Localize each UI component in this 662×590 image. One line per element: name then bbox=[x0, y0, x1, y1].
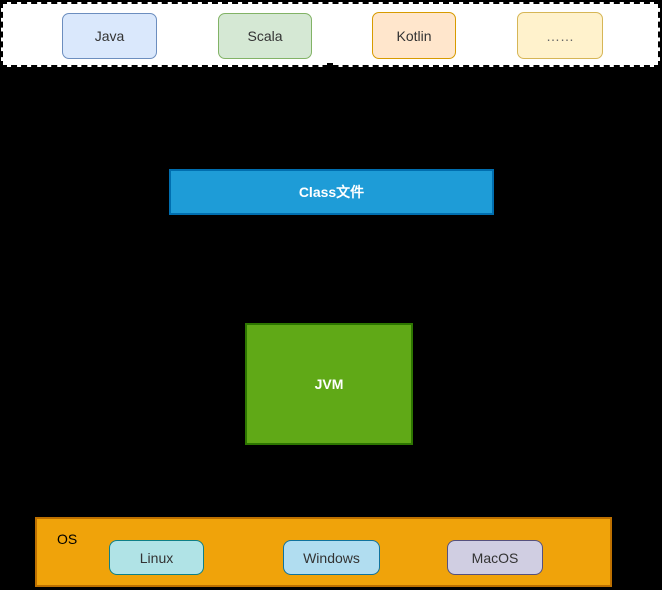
classfile-label: Class文件 bbox=[298, 184, 365, 200]
os-label-windows: Windows bbox=[303, 549, 360, 566]
os-node-macos: MacOS bbox=[447, 540, 543, 575]
jvm-label: JVM bbox=[314, 376, 344, 392]
language-label-scala: Scala bbox=[247, 28, 283, 44]
os-node-windows: Windows bbox=[283, 540, 380, 575]
classfile-node: Class文件 bbox=[169, 169, 494, 215]
language-node-kotlin: Kotlin bbox=[372, 12, 456, 59]
arrow-languages-to-classfile bbox=[329, 69, 331, 165]
language-label-java: Java bbox=[94, 28, 125, 44]
arrow-start-joint-languages bbox=[327, 63, 333, 68]
os-label-linux: Linux bbox=[139, 549, 174, 566]
arrow-classfile-to-jvm bbox=[329, 215, 331, 318]
os-node-linux: Linux bbox=[109, 540, 204, 575]
os-label: OS bbox=[57, 531, 78, 547]
arrowhead-to-classfile bbox=[325, 164, 335, 172]
language-label-kotlin: Kotlin bbox=[396, 27, 432, 44]
language-node-scala: Scala bbox=[218, 13, 312, 59]
arrowhead-to-jvm bbox=[325, 318, 335, 326]
languages-panel: Java Scala Kotlin …… bbox=[1, 2, 660, 67]
jvm-node: JVM bbox=[245, 323, 413, 445]
language-label-ellipsis: …… bbox=[546, 27, 574, 44]
language-node-ellipsis: …… bbox=[517, 12, 603, 59]
os-label-macos: MacOS bbox=[471, 549, 519, 566]
language-node-java: Java bbox=[62, 13, 157, 59]
arrowhead-to-os bbox=[325, 512, 335, 520]
os-container: OS Linux Windows MacOS bbox=[35, 517, 612, 587]
arrow-jvm-to-os bbox=[329, 445, 331, 512]
